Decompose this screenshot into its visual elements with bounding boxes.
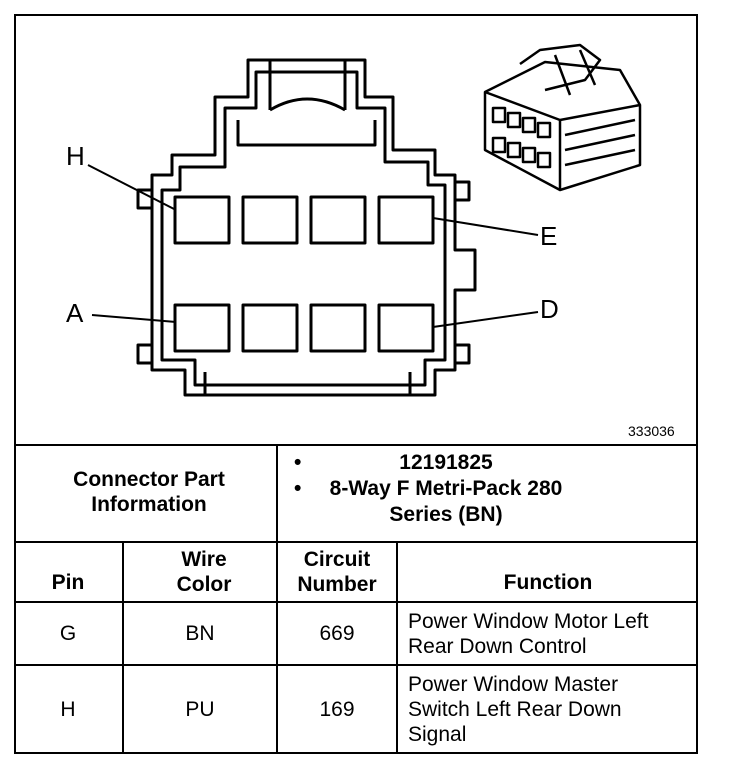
header-pin: Pin	[51, 570, 85, 594]
connector-table: Connector Part Information 12191825 8-Wa…	[14, 444, 698, 754]
cavity-bottom-3	[309, 303, 367, 353]
row-2-wire-color: PU	[185, 697, 215, 721]
row-2-circuit: 169	[319, 697, 355, 721]
pin-label-h: H	[66, 141, 85, 171]
cavity-top-3	[309, 195, 367, 245]
row-2-pin: H	[60, 697, 76, 721]
row-2-function: Power Window Master Switch Left Rear Dow…	[408, 672, 622, 746]
cavity-top-1	[173, 195, 231, 245]
pin-label-e: E	[540, 221, 557, 251]
header-wire-color: Wire Color	[176, 548, 232, 596]
diagram-frame	[14, 14, 698, 754]
header-circuit-number: Circuit Number	[297, 548, 377, 596]
connector-drawing: H E A D 333036	[66, 43, 675, 439]
connector-info-label: Connector Part Information	[73, 468, 225, 516]
connector-latch	[268, 60, 347, 112]
leader-d	[432, 311, 539, 328]
leader-e	[432, 217, 539, 236]
leader-a	[91, 314, 177, 323]
cavity-bottom-2	[241, 303, 299, 353]
pin-label-d: D	[540, 294, 559, 324]
figure-number: 333036	[628, 423, 675, 439]
connector-inner-outline	[160, 70, 447, 387]
leader-h	[87, 164, 177, 211]
pin-label-a: A	[66, 298, 84, 328]
cavity-bottom-4	[377, 303, 435, 353]
cavity-top-4	[377, 195, 435, 245]
header-function: Function	[503, 570, 593, 594]
row-1-pin: G	[59, 622, 77, 645]
connector-outline	[150, 58, 477, 397]
cavity-bottom-1	[173, 303, 231, 353]
connector-description: 8-Way F Metri-Pack 280 Series (BN)	[290, 476, 576, 528]
row-1-circuit: 669	[319, 622, 355, 645]
connector-part-number: 12191825	[290, 450, 576, 476]
connector-info-list: 12191825 8-Way F Metri-Pack 280 Series (…	[290, 450, 690, 538]
row-1-function: Power Window Motor Left Rear Down Contro…	[408, 609, 649, 658]
connector-3d-sketch	[483, 43, 642, 192]
row-1-wire-color: BN	[185, 622, 215, 645]
cavity-top-2	[241, 195, 299, 245]
